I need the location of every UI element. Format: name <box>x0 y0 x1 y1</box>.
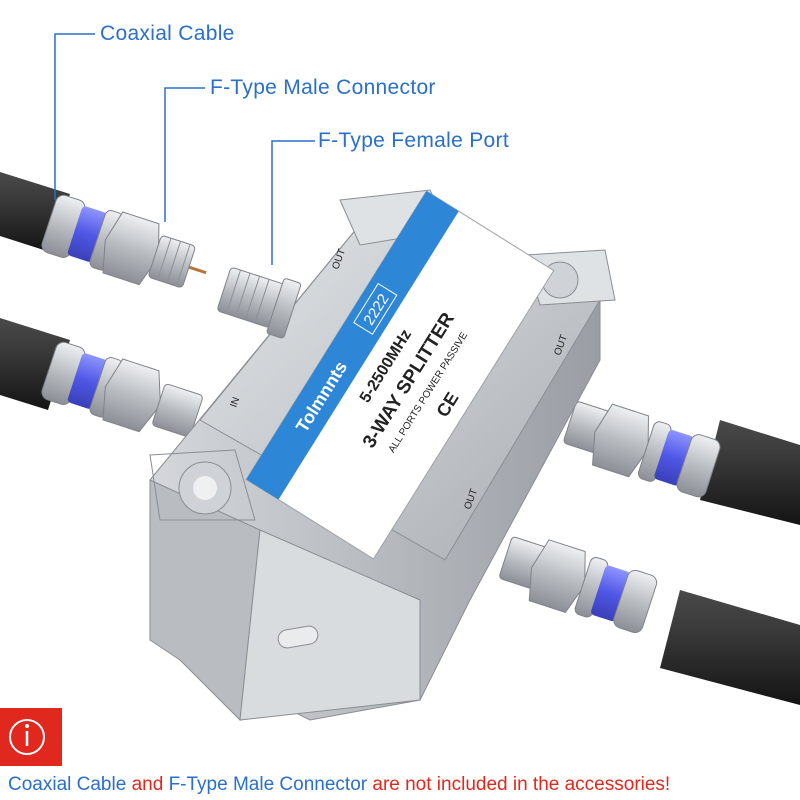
warning-and: and <box>126 774 169 795</box>
callout-female-port: F-Type Female Port <box>318 129 509 152</box>
callout-male-connector: F-Type Male Connector <box>210 76 436 99</box>
warning-part-cable: Coaxial Cable <box>8 774 127 795</box>
coaxial-cable-right-bottom <box>660 590 800 705</box>
callout-line-male <box>164 87 205 222</box>
splitter-label: Tolmnnts 2222 5-2500MHz 3-WAY SPLITTER A… <box>245 190 555 560</box>
accessories-warning: Coaxial Cable and F-Type Male Connector … <box>8 774 670 796</box>
warning-part-connector: F-Type Male Connector <box>168 774 368 795</box>
coaxial-cable-right-top <box>700 420 800 525</box>
info-circle-icon <box>9 719 45 755</box>
warning-part-rest: are not included in the accessories! <box>367 774 671 795</box>
male-connector-out-2 <box>499 536 658 634</box>
male-connector-in <box>41 341 203 438</box>
port-label-in: IN <box>228 396 242 409</box>
callout-line-female <box>271 140 315 265</box>
callout-line-cable <box>54 33 95 200</box>
male-connector-out-1 <box>563 401 721 498</box>
callout-coaxial-cable: Coaxial Cable <box>100 22 235 45</box>
male-connector-detached <box>41 194 207 288</box>
female-port <box>217 267 302 339</box>
